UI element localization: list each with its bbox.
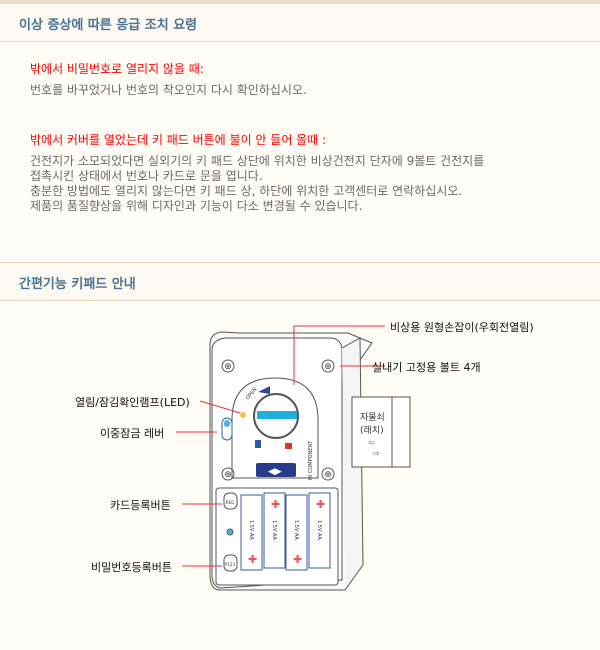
brand-mark: HI COMPONENT xyxy=(308,440,314,480)
label-bolts: 실내기 고정용 볼트 4개 xyxy=(372,361,481,374)
issue-text: 제품의 품질향상을 위해 디자인과 기능이 다소 변경될 수 있습니다. xyxy=(30,199,363,213)
latch-label: 자물쇠 xyxy=(360,412,385,423)
svg-text:⊕: ⊕ xyxy=(324,470,332,480)
svg-text:⇦: ⇦ xyxy=(368,438,375,447)
svg-text:⊕: ⊕ xyxy=(224,362,232,372)
latch-label: (래치) xyxy=(360,424,384,436)
section-header-emergency: 이상 증상에 따른 응급 조치 요령 xyxy=(0,3,600,42)
issue-heading: 밖에서 비밀번호로 열리지 않을 때: xyxy=(30,62,204,76)
section-header-keypad: 간편기능 키패드 안내 xyxy=(0,262,600,301)
svg-text:◀▶: ◀▶ xyxy=(268,467,282,477)
label-card-register: 카드등록버튼 xyxy=(110,499,171,512)
svg-text:✚: ✚ xyxy=(271,498,280,511)
section-title: 간편기능 키패드 안내 xyxy=(19,277,136,292)
battery-label: 1.5V AA xyxy=(271,520,277,541)
p123-button: P123 xyxy=(225,562,236,567)
issue-text: 접촉시킨 상태에서 번호나 카드로 문을 엽니다. xyxy=(30,169,263,183)
svg-text:⊕: ⊕ xyxy=(224,470,232,480)
label-password-register: 비밀번호등록버튼 xyxy=(91,561,172,574)
issue-heading: 밖에서 커버를 열었는데 키 패드 버튼에 불이 안 들어 올때 : xyxy=(30,133,327,147)
section-title: 이상 증상에 따른 응급 조치 요령 xyxy=(19,18,198,33)
issue-text: 번호를 바꾸었거나 번호의 착오인지 다시 확인하십시오. xyxy=(30,83,307,97)
battery-label: 1.5V AA xyxy=(293,520,299,541)
label-led: 열림/잠김확인램프(LED) xyxy=(75,396,190,409)
svg-text:✚: ✚ xyxy=(248,553,257,566)
battery-label: 1.5V AA xyxy=(316,520,322,541)
reg-button: REG xyxy=(226,500,234,505)
top-border xyxy=(0,0,600,3)
svg-text:⊕: ⊕ xyxy=(324,362,332,372)
issue-text: 충분한 방법에도 열리지 않는다면 키 패드 상, 하단에 위치한 고객센터로 … xyxy=(30,184,463,198)
label-emergency-knob: 비상용 원형손잡이(우회전열림) xyxy=(390,321,534,334)
svg-text:⇨: ⇨ xyxy=(373,449,380,458)
issue-text: 건전지가 소모되었다면 실외기의 키 패드 상단에 위치한 비상건전지 단자에 … xyxy=(30,154,485,168)
svg-text:✚: ✚ xyxy=(293,553,302,566)
svg-text:✚: ✚ xyxy=(316,498,325,511)
battery-label: 1.5V AA xyxy=(248,520,254,541)
label-double-lock: 이중잠금 레버 xyxy=(100,427,165,440)
